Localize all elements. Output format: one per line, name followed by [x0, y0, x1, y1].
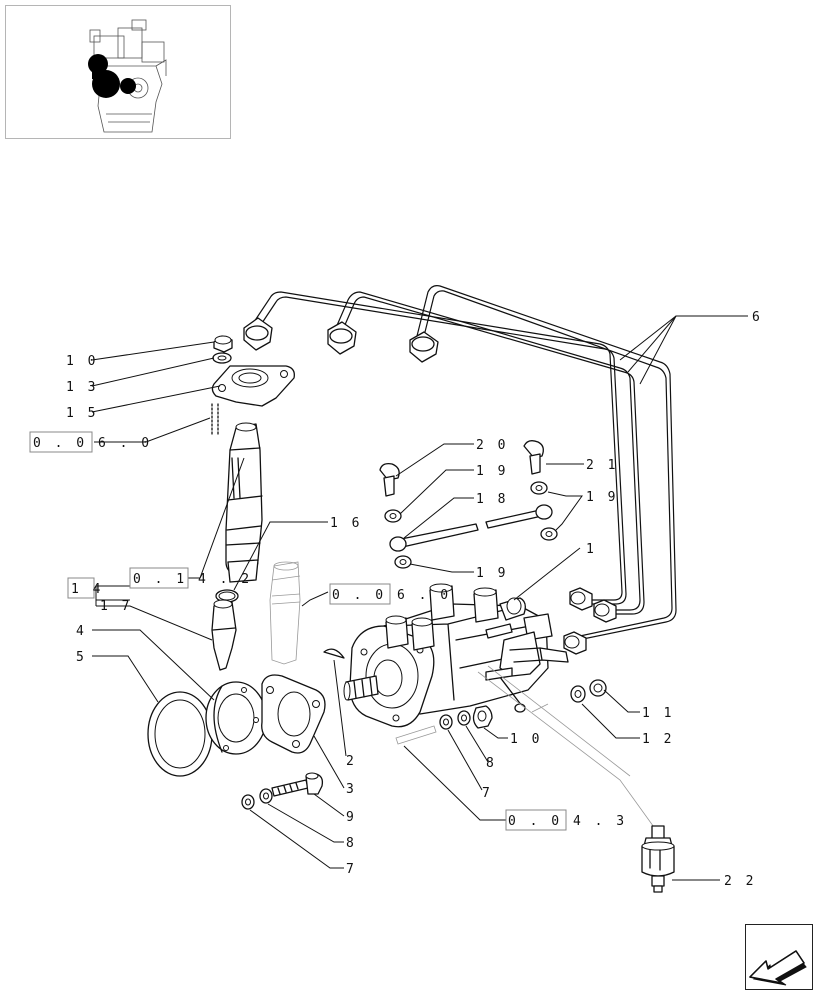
injector-clamp-flange[interactable]: [211, 365, 295, 407]
callout-15[interactable]: 1 5: [66, 406, 98, 421]
callout-13[interactable]: 1 3: [66, 380, 98, 395]
callout-19-right[interactable]: 1 9: [586, 490, 618, 505]
callout-19-top[interactable]: 1 9: [476, 464, 508, 479]
drive-key[interactable]: [323, 648, 345, 659]
callout-12[interactable]: 1 2: [642, 732, 674, 747]
linkage-screw-21[interactable]: [523, 440, 544, 475]
callout-17[interactable]: 1 7: [100, 599, 132, 614]
pump-gasket[interactable]: [261, 674, 326, 754]
stop-solenoid[interactable]: [641, 825, 675, 893]
control-rod[interactable]: [389, 504, 553, 552]
callout-22[interactable]: 2 2: [724, 874, 756, 889]
callout-18[interactable]: 1 8: [476, 492, 508, 507]
ref-0-04-3[interactable]: 0 . 0 4 . 3: [508, 814, 627, 829]
callout-20[interactable]: 2 0: [476, 438, 508, 453]
arrow-icon: [749, 950, 807, 986]
pump-washer-8[interactable]: [457, 710, 471, 726]
engine-locator-thumbnail[interactable]: [5, 5, 231, 139]
ref-box-frame: [505, 809, 567, 831]
engine-thumbnail-drawing: [88, 19, 167, 133]
pump-stud[interactable]: [395, 725, 437, 745]
callout-2[interactable]: 2: [346, 754, 357, 769]
linkage-screw-20[interactable]: [379, 462, 400, 497]
spring-washer[interactable]: [259, 788, 273, 804]
pump-washer-7[interactable]: [439, 714, 453, 730]
callout-11[interactable]: 1 1: [642, 706, 674, 721]
linkage-washer-upper-right[interactable]: [530, 481, 548, 495]
injector-body[interactable]: [225, 422, 263, 583]
linkage-washer-upper-left[interactable]: [384, 509, 402, 523]
callout-14[interactable]: 1 4: [71, 582, 103, 597]
injector-clamp-washer[interactable]: [212, 352, 232, 364]
ref-box-frame: [29, 431, 93, 453]
callout-10[interactable]: 1 0: [66, 354, 98, 369]
ref-box-frame: [329, 583, 391, 605]
callout-4[interactable]: 4: [76, 624, 87, 639]
ref-14-frame: [67, 577, 95, 599]
pump-nut-10[interactable]: [472, 705, 493, 729]
linkage-washer-lower[interactable]: [394, 555, 412, 569]
callout-8[interactable]: 8: [346, 836, 357, 851]
ref-0-06-0-sleeve[interactable]: 0 . 0 6 . 0: [332, 588, 451, 603]
injection-pipes[interactable]: [243, 285, 677, 655]
leader-lines: [91, 315, 748, 881]
callout-5[interactable]: 5: [76, 650, 87, 665]
pump-seal-ring[interactable]: [147, 691, 213, 777]
banjo-washer-12[interactable]: [570, 685, 586, 703]
callout-7-pump[interactable]: 7: [482, 786, 493, 801]
injector-stud[interactable]: [211, 403, 219, 435]
callout-6[interactable]: 6: [752, 310, 763, 325]
callout-labels: 1 0 1 3 1 5 4 5 1 6 1 7 2 0 1 9 1 8 1 9 …: [66, 310, 763, 889]
callout-8-pump[interactable]: 8: [486, 756, 497, 771]
plain-washer[interactable]: [241, 794, 255, 810]
sleeve-ghost: [269, 561, 301, 665]
callout-16[interactable]: 1 6: [330, 516, 362, 531]
pump-mounting-flange[interactable]: [205, 681, 267, 755]
reference-boxes: 0 . 0 6 . 0 1 4 0 . 1 4 . 2 0 . 0 6 . 0 …: [29, 431, 627, 831]
mounting-bolt[interactable]: [271, 772, 324, 797]
ref-0-06-0-injector[interactable]: 0 . 0 6 . 0: [33, 436, 152, 451]
callout-21[interactable]: 2 1: [586, 458, 618, 473]
injection-pump[interactable]: [343, 583, 569, 728]
ref-box-frame: [129, 567, 189, 589]
injector-clamp-nut[interactable]: [213, 335, 233, 353]
callout-3[interactable]: 3: [346, 782, 357, 797]
callout-7[interactable]: 7: [346, 862, 357, 877]
banjo-nut-11[interactable]: [589, 679, 607, 697]
callout-9[interactable]: 9: [346, 810, 357, 825]
wiring-ghost-line: [477, 665, 657, 831]
callout-1[interactable]: 1: [586, 542, 597, 557]
next-page-button[interactable]: [745, 924, 813, 990]
callout-10-pump[interactable]: 1 0: [510, 732, 542, 747]
ref-0-14-2[interactable]: 0 . 1 4 . 2: [133, 572, 252, 587]
callout-19-bottom[interactable]: 1 9: [476, 566, 508, 581]
injector-nozzle[interactable]: [211, 599, 237, 671]
linkage-washer-right[interactable]: [540, 527, 558, 541]
